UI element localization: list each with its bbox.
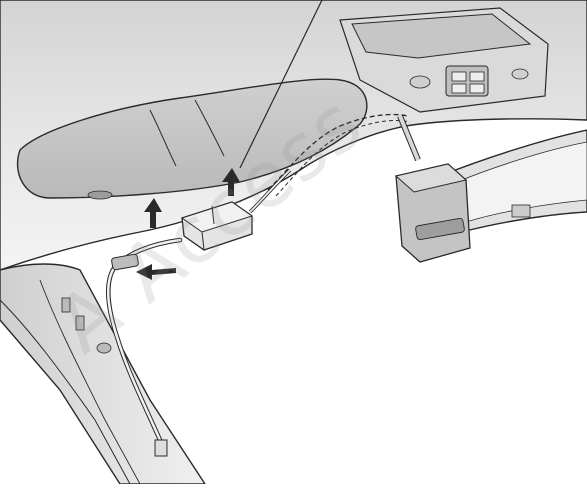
- mirror-mount: [394, 163, 471, 263]
- rearview-mirror: [439, 129, 587, 233]
- arrow-left: [136, 264, 176, 280]
- arrow-up-1: [144, 198, 162, 228]
- sun-visor: [16, 78, 368, 200]
- wire-route-dashed: [267, 113, 409, 191]
- a-pillar-trim: [0, 263, 207, 485]
- leader-line: [239, 0, 323, 169]
- overhead-console: [339, 7, 549, 113]
- control-module: [180, 201, 254, 251]
- arrow-up-2: [222, 168, 240, 196]
